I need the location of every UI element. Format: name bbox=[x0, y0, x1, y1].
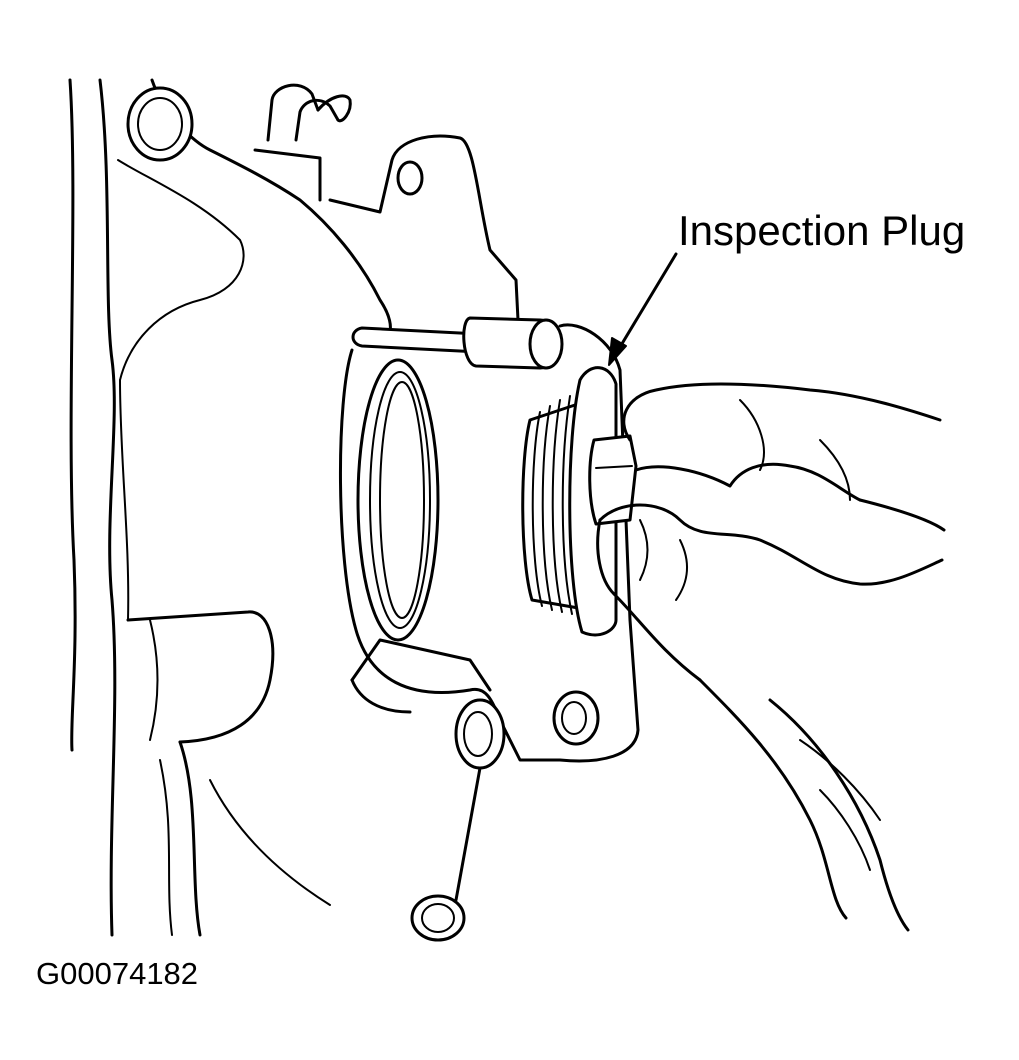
mounting-bracket bbox=[328, 134, 520, 322]
inspection-plug-label: Inspection Plug bbox=[678, 207, 966, 254]
hand bbox=[596, 382, 946, 932]
plug-housing bbox=[338, 323, 640, 763]
callout-leader bbox=[608, 252, 678, 366]
guide-pin bbox=[351, 316, 564, 370]
figure-id-label: G00074182 bbox=[36, 956, 199, 991]
inspection-plug bbox=[521, 366, 638, 637]
top-bolt bbox=[126, 86, 194, 162]
hose-fitting bbox=[253, 83, 352, 202]
engine-housing bbox=[68, 78, 392, 937]
lower-bolts bbox=[410, 690, 600, 942]
